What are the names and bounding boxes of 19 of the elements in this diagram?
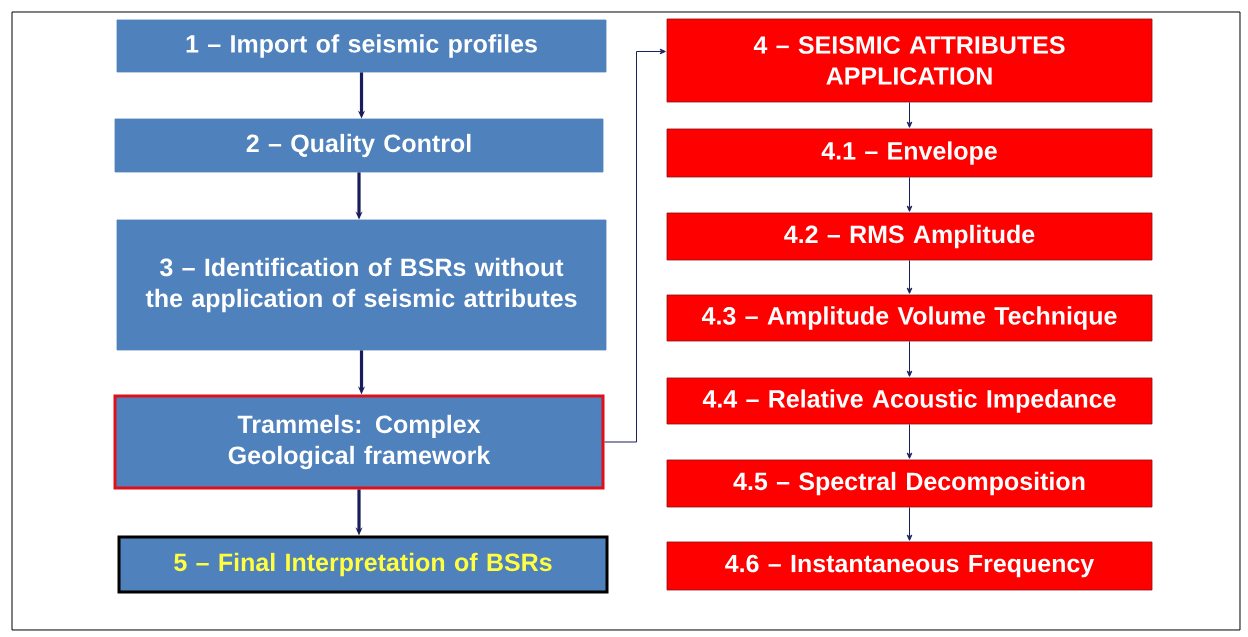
arrow xyxy=(906,340,913,377)
process-box: 4.1 – Envelope xyxy=(666,128,1153,178)
arrow xyxy=(906,506,913,541)
process-box: 4.6 – Instantaneous Frequency xyxy=(666,541,1153,591)
arrow xyxy=(906,423,913,459)
process-box: 4 – SEISMIC ATTRIBUTES APPLICATION xyxy=(666,18,1153,103)
arrow xyxy=(906,259,913,294)
process-box: 3 – Identification of BSRs without the application of seismic attributes xyxy=(116,219,607,351)
process-box: 1 – Import of seismic profiles xyxy=(116,19,607,73)
process-box: 5 – Final Interpretation of BSRs xyxy=(117,535,609,594)
process-box: 4.5 – Spectral Decomposition xyxy=(666,459,1153,508)
process-box: 4.2 – RMS Amplitude xyxy=(666,212,1153,261)
process-box: 4.3 – Amplitude Volume Technique xyxy=(666,294,1153,342)
arrow xyxy=(906,176,913,212)
arrow xyxy=(604,48,666,443)
process-box: 4.4 – Relative Acoustic Impedance xyxy=(666,377,1153,425)
process-box: Trammels: Complex Geological framework xyxy=(113,394,605,490)
arrow xyxy=(906,101,913,128)
process-box: 2 – Quality Control xyxy=(114,118,604,173)
